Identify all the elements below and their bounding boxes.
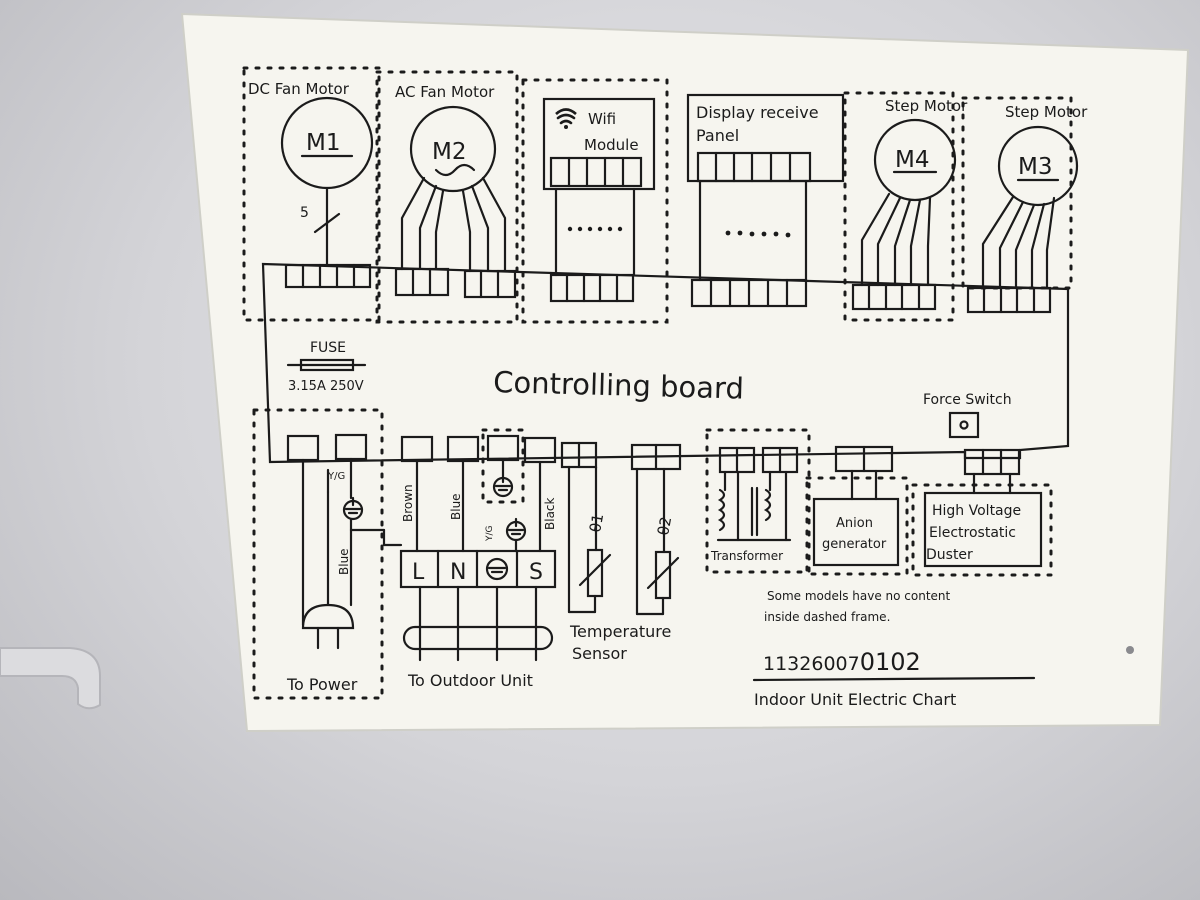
- ellipsis-dots-display: [725, 230, 791, 238]
- transformer-label: Transformer: [710, 549, 783, 563]
- temperature-sensor-1: [567, 465, 612, 614]
- m2-label: M2: [432, 139, 466, 165]
- chart-title: Indoor Unit Electric Chart: [754, 690, 956, 709]
- terminal-n-label: N: [450, 560, 466, 585]
- temperature-sensor-label-line1: Temperature: [569, 622, 671, 641]
- wifi-icon-dot: [564, 125, 568, 129]
- brown-wire-label: Brown: [401, 484, 415, 522]
- wire-count-label: 5: [300, 205, 309, 221]
- dashed-frame-ground: [481, 428, 525, 504]
- dc-fan-motor-label: DC Fan Motor: [248, 80, 350, 98]
- anion-label-line1: Anion: [836, 516, 873, 531]
- hv-label-line2: Electrostatic: [929, 525, 1016, 541]
- theta1-label: θ1: [586, 512, 607, 534]
- fuse-label: FUSE: [310, 340, 346, 356]
- part-number-prefix: 11326007: [763, 653, 860, 675]
- dashed-frame-dc-fan: [242, 66, 381, 322]
- m1-label: M1: [306, 130, 340, 156]
- yg-label-outdoor: Y/G: [485, 525, 495, 542]
- m3-motor: [981, 125, 1079, 290]
- fuse-rating-label: 3.15A 250V: [288, 379, 364, 394]
- note-line2: inside dashed frame.: [764, 610, 890, 624]
- m2-motor: [400, 105, 507, 273]
- to-outdoor-label: To Outdoor Unit: [407, 671, 533, 690]
- m3-label: M3: [1018, 154, 1052, 180]
- latch-clip: [0, 647, 101, 710]
- ground-symbol-board: [492, 458, 514, 498]
- connector-wifi: [549, 273, 635, 303]
- part-number-rule: [752, 676, 1036, 682]
- wifi-label: Wifi: [588, 110, 616, 128]
- outdoor-terminal-block: [382, 459, 557, 662]
- dashed-frame-wifi: [521, 78, 669, 324]
- fuse-symbol: [286, 358, 367, 372]
- dashed-frame-step-m3: [961, 96, 1073, 290]
- anion-label-line2: generator: [822, 537, 887, 552]
- screw-dot: [1126, 646, 1134, 654]
- m4-motor: [860, 118, 957, 287]
- part-number: 113260070102: [763, 648, 921, 676]
- to-power-label: To Power: [286, 675, 358, 694]
- dashed-frame-ac-fan: [375, 70, 519, 324]
- ground-symbol-power: [342, 496, 364, 521]
- dashed-frame-hv: [911, 483, 1053, 577]
- dashed-frame-transformer: [705, 428, 811, 574]
- m1-motor: [280, 96, 374, 267]
- terminal-l-label: L: [412, 560, 425, 585]
- hv-label-line1: High Voltage: [932, 503, 1021, 519]
- yg-label-power: Y/G: [327, 471, 345, 482]
- anion-generator: [812, 469, 900, 567]
- blue-power-wire-label: Blue: [337, 548, 351, 575]
- blue-wire-label: Blue: [449, 493, 463, 520]
- connector-m2-right: [463, 269, 517, 299]
- hv-label-line3: Duster: [926, 547, 973, 563]
- note-line1: Some models have no content: [767, 589, 951, 603]
- dashed-frame-anion: [805, 476, 909, 576]
- ellipsis-dots-wifi: [567, 226, 623, 232]
- black-wire-label: Black: [543, 497, 557, 530]
- board-title: Controlling board: [493, 365, 745, 406]
- temperature-sensor-2: [635, 467, 680, 616]
- force-switch: [948, 411, 980, 439]
- ac-fan-motor-label: AC Fan Motor: [395, 83, 495, 101]
- terminal-s-label: S: [529, 560, 543, 585]
- module-label: Module: [584, 136, 639, 154]
- display-label-line2: Panel: [696, 126, 739, 145]
- wifi-icon: [555, 108, 577, 116]
- connector-m2-left: [394, 267, 450, 297]
- force-switch-label: Force Switch: [923, 392, 1012, 408]
- temperature-sensor-label-line2: Sensor: [572, 644, 627, 663]
- display-panel: [686, 93, 845, 284]
- part-number-suffix: 0102: [860, 648, 921, 676]
- dashed-frame-power: [252, 408, 384, 700]
- power-wiring: [301, 457, 386, 650]
- step-motor-label-m4: Step Motor: [885, 97, 968, 115]
- wifi-module: [542, 97, 656, 277]
- display-label-line1: Display receive: [696, 103, 819, 122]
- m4-label: M4: [895, 147, 929, 173]
- step-motor-label-m3: Step Motor: [1005, 103, 1088, 121]
- transformer: [716, 470, 792, 542]
- theta2-label: θ2: [654, 515, 675, 537]
- connector-display: [690, 278, 808, 308]
- dashed-frame-step-m4: [843, 91, 955, 322]
